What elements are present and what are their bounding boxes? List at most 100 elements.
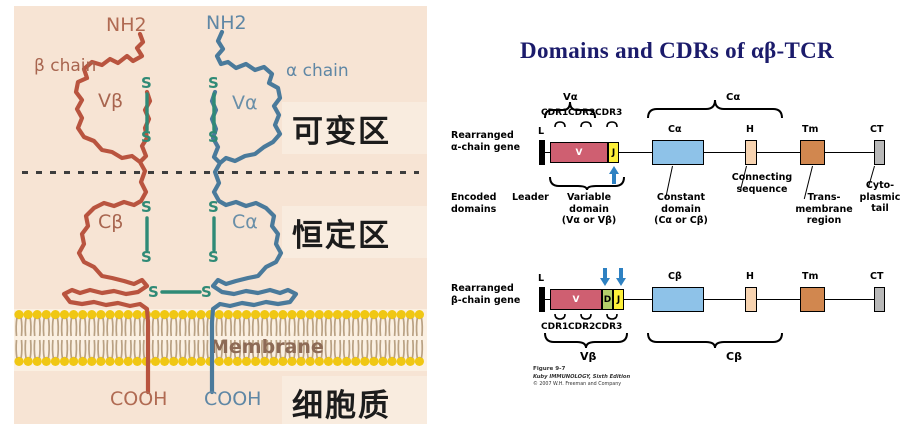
alpha-cdr-braces: [554, 121, 618, 128]
credit-line3: © 2007 W.H. Freeman and Company: [533, 382, 622, 387]
disulfide-s-label: S: [141, 248, 152, 266]
disulfide-s-label: S: [148, 283, 159, 301]
alpha-segment-Tm-label: Tm: [802, 124, 819, 135]
beta-c-terminus-label: COOH: [110, 388, 168, 410]
beta-chain-label: β chain: [34, 56, 97, 76]
disulfide-s-label: S: [201, 283, 212, 301]
membrane-label: Membrane: [210, 336, 324, 358]
alpha-cdr1-label: CDR1: [541, 108, 569, 118]
beta-segment-C: [652, 287, 704, 312]
beta-variable-domain-label: Vβ: [98, 90, 124, 112]
transmembrane-line3: region: [806, 215, 842, 226]
alpha-segment-C: [652, 140, 704, 165]
alpha-segment-H: [745, 140, 757, 165]
transmembrane-line2: membrane: [795, 203, 853, 215]
cytoplasmic-tail-caption: Cyto- plasmic tail: [856, 180, 904, 215]
alpha-chain-label: α chain: [286, 61, 349, 81]
constant-region-band: [282, 206, 427, 258]
encoded-domains-heading: Encoded domains: [451, 192, 496, 216]
alpha-chain-path: [209, 29, 299, 395]
transmembrane-caption: Trans- membrane region: [792, 192, 856, 227]
cytoplasm-cn-label: 细胞质: [292, 388, 391, 424]
figure-title: Domains and CDRs of αβ-TCR: [520, 38, 834, 63]
credit-line1: Figure 9-7: [533, 366, 566, 372]
alpha-row-label: Rearranged α-chain gene: [451, 130, 520, 154]
lipid-bilayer: [14, 309, 427, 371]
beta-segment-L-label: L: [538, 273, 545, 284]
disulfide-bonds: [145, 92, 216, 294]
constant-region-cn-label: 恒定区: [292, 218, 391, 254]
beta-segment-D: [602, 289, 613, 310]
alpha-variable-domain-label: Vα: [232, 92, 258, 114]
disulfide-s-label: S: [141, 128, 152, 146]
cytoplasmic-line2: plasmic: [859, 191, 901, 203]
constant-domain-caption: Constant domain (Cα or Cβ): [642, 192, 720, 227]
disulfide-s-label: S: [208, 198, 219, 216]
connecting-sequence-line1: Connecting: [731, 172, 793, 183]
alpha-segment-L-label: L: [538, 126, 545, 137]
disulfide-s-label: S: [141, 198, 152, 216]
variable-domain-line1: Variable: [566, 192, 612, 203]
beta-row-label-line1: Rearranged: [451, 283, 514, 294]
variable-region-cn-label: 可变区: [292, 114, 391, 150]
beta-segment-Tm: [800, 287, 825, 312]
tcr-protein-schematic-panel: Membrane S S S S S S S S S S NH2 NH2 β c…: [14, 6, 427, 424]
alpha-cdr2-label: CDR2: [568, 108, 596, 118]
alpha-segment-L: [539, 140, 545, 165]
cytoplasmic-line3: tail: [871, 203, 889, 214]
alpha-cdr3-label: CDR3: [595, 108, 623, 118]
cytoplasmic-line1: Cyto-: [865, 180, 895, 191]
alpha-c-brace-label: Cα: [726, 92, 741, 103]
beta-constant-domain-label: Cβ: [98, 211, 124, 233]
cytoplasm-band: [282, 376, 427, 424]
beta-v-brace-label: Vβ: [580, 350, 597, 363]
alpha-segment-C-label: Cα: [668, 124, 682, 135]
beta-chain-path: [61, 31, 153, 395]
alpha-gene-backbone: [539, 152, 885, 154]
alpha-segment-H-label: H: [746, 124, 754, 135]
alpha-segment-Tm: [800, 140, 825, 165]
alpha-segment-CT-label: CT: [870, 124, 884, 135]
transmembrane-line1: Trans-: [807, 192, 841, 203]
encoded-domains-line1: Encoded: [451, 192, 497, 203]
encoded-domains-line2: domains: [451, 204, 497, 215]
beta-c-brace-label: Cβ: [726, 350, 742, 363]
alpha-segment-CT: [874, 140, 885, 165]
alpha-row-label-line2: α-chain gene: [451, 142, 521, 153]
alpha-constant-domain-label: Cα: [232, 211, 258, 233]
alpha-variable-domain-brace: [549, 176, 625, 191]
beta-bottom-braces: [544, 332, 783, 349]
beta-segment-CT: [874, 287, 885, 312]
beta-segment-CT-label: CT: [870, 271, 884, 282]
beta-segment-J: [613, 289, 624, 310]
constant-domain-line1: Constant: [656, 192, 706, 203]
beta-cdr2-label: CDR2: [568, 322, 596, 332]
constant-domain-line2: domain: [661, 203, 701, 215]
alpha-row-label-line1: Rearranged: [451, 130, 514, 141]
disulfide-s-label: S: [208, 248, 219, 266]
beta-segment-H: [745, 287, 757, 312]
beta-segment-L: [539, 287, 545, 312]
variable-domain-caption: Variable domain (Vα or Vβ): [553, 192, 625, 227]
tcr-chains-drawing: [61, 29, 299, 395]
variable-domain-line3: (Vα or Vβ): [561, 215, 617, 226]
alpha-segment-J: [608, 142, 619, 163]
variable-region-band: [282, 102, 427, 154]
kuby-figure-panel: Domains and CDRs of αβ-TCR Rearranged α-…: [440, 0, 914, 430]
beta-gene-backbone: [539, 299, 885, 301]
alpha-recombination-arrow: [609, 166, 619, 184]
beta-n-terminus-label: NH2: [106, 14, 147, 36]
beta-segment-Tm-label: Tm: [802, 271, 819, 282]
beta-row-label: Rearranged β-chain gene: [451, 283, 520, 307]
connecting-sequence-caption: Connecting sequence: [723, 172, 801, 195]
constant-domain-line3: (Cα or Cβ): [654, 215, 708, 226]
credit-line2: Kuby IMMUNOLOGY, Sixth Edition: [533, 373, 631, 380]
variable-domain-line2: domain: [569, 203, 609, 215]
alpha-top-braces: [544, 99, 783, 119]
disulfide-s-label: S: [208, 128, 219, 146]
alpha-c-terminus-label: COOH: [204, 388, 262, 410]
alpha-v-brace-label: Vα: [563, 92, 578, 103]
beta-cdr-braces: [554, 313, 618, 320]
beta-cdr1-label: CDR1: [541, 322, 569, 332]
alpha-segment-V: [550, 142, 608, 163]
